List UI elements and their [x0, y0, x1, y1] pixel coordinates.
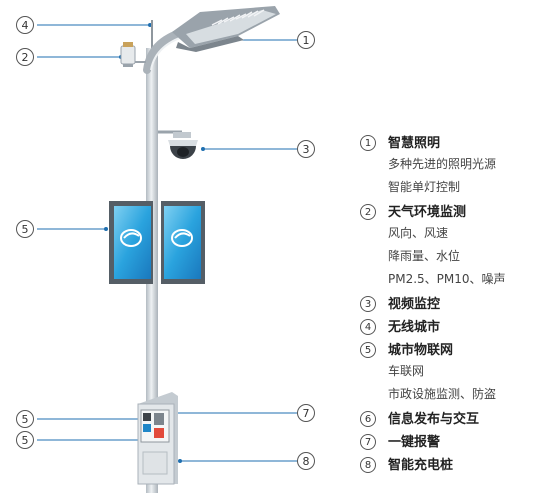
legend-number: 8 [360, 457, 376, 473]
legend-number: 7 [360, 434, 376, 450]
legend-title: 城市物联网 [388, 343, 454, 358]
legend-item-weather: 2 天气环境监测 [358, 201, 546, 224]
legend-detail: 多种先进的照明光源 [388, 157, 497, 171]
legend-detail: 智能单灯控制 [388, 180, 461, 194]
callout-weather: 2 [16, 48, 34, 66]
legend-number: 3 [360, 296, 376, 312]
lamp-head [172, 6, 280, 52]
legend-title: 视频监控 [388, 297, 441, 312]
legend-number: 5 [360, 342, 376, 358]
legend-item-lighting: 1 智慧照明 [358, 132, 546, 155]
legend-item-video: 3 视频监控 [358, 293, 546, 316]
legend-detail: PM2.5、PM10、噪声 [388, 272, 506, 286]
legend-title: 智慧照明 [388, 136, 441, 151]
callout-lamp: 1 [297, 31, 315, 49]
callout-charger: 8 [297, 452, 315, 470]
legend-title: 无线城市 [388, 320, 441, 335]
legend-number: 1 [360, 135, 376, 151]
callout-cabinet-top: 5 [16, 410, 34, 428]
legend-detail: 降雨量、水位 [388, 249, 461, 263]
legend-detail: 风向、风速 [388, 226, 449, 240]
legend-item-alarm: 7 一键报警 [358, 431, 546, 454]
legend-item-wireless: 4 无线城市 [358, 316, 546, 339]
feature-legend: 1 智慧照明 多种先进的照明光源 智能单灯控制 2 天气环境监测 风向、风速 降… [358, 132, 546, 477]
legend-item-iot: 5 城市物联网 [358, 339, 546, 362]
camera [158, 130, 198, 159]
callout-banner: 5 [16, 220, 34, 238]
callout-cabinet-bottom: 5 [16, 431, 34, 449]
callout-camera: 3 [297, 140, 315, 158]
legend-title: 智能充电桩 [388, 458, 454, 473]
legend-item-info: 6 信息发布与交互 [358, 408, 546, 431]
legend-detail: 车联网 [388, 364, 425, 378]
legend-detail: 市政设施监测、防盗 [388, 387, 497, 401]
callout-screen: 7 [297, 404, 315, 422]
banner-right [161, 201, 205, 284]
legend-title: 信息发布与交互 [388, 412, 480, 427]
legend-number: 4 [360, 319, 376, 335]
legend-item-charger: 8 智能充电桩 [358, 454, 546, 477]
legend-number: 6 [360, 411, 376, 427]
callout-wireless: 4 [16, 16, 34, 34]
banner-left [109, 201, 153, 284]
weather-sensor [120, 42, 146, 67]
legend-number: 2 [360, 204, 376, 220]
legend-title: 一键报警 [388, 435, 441, 450]
legend-title: 天气环境监测 [388, 205, 467, 220]
charging-cabinet [137, 392, 178, 485]
